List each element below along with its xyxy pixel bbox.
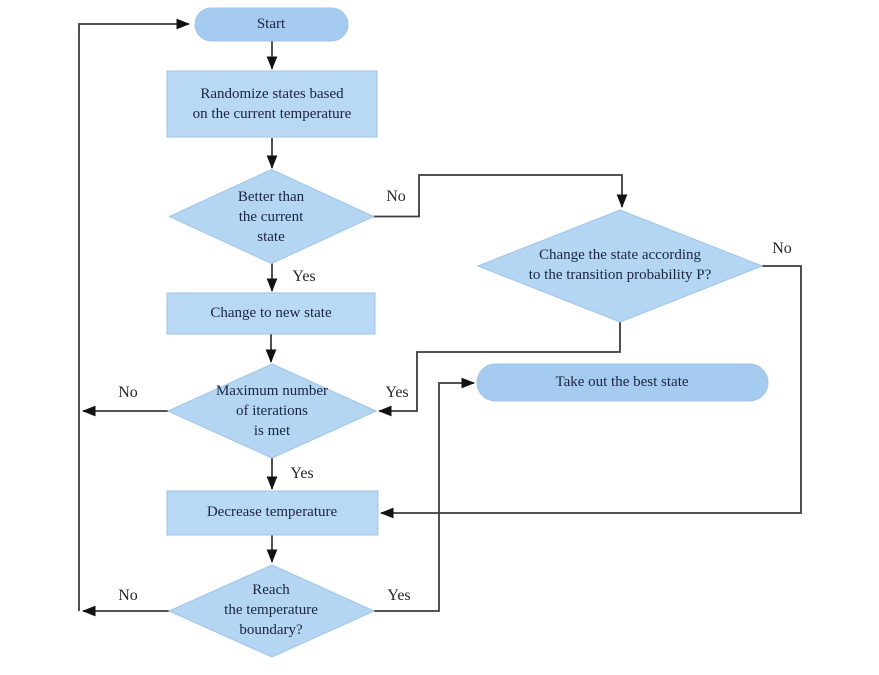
edge-better-no-to-transition — [373, 174, 628, 218]
node-take-out-shape — [476, 363, 769, 402]
node-randomize-shape — [166, 70, 378, 138]
node-transition-shape — [476, 209, 764, 323]
edge-transition-no-to-decrease — [380, 265, 802, 519]
node-start-shape — [194, 7, 349, 42]
node-better-shape — [168, 168, 375, 265]
edge-transition-yes-to-max-iterations — [378, 322, 621, 417]
node-max-iterations-shape — [166, 363, 378, 459]
edge-boundary-yes-to-take-out — [374, 377, 475, 612]
node-change-new-shape — [166, 292, 376, 335]
node-boundary-shape — [167, 564, 376, 658]
node-decrease-shape — [166, 490, 379, 536]
edge-loop-to-start — [78, 18, 190, 611]
